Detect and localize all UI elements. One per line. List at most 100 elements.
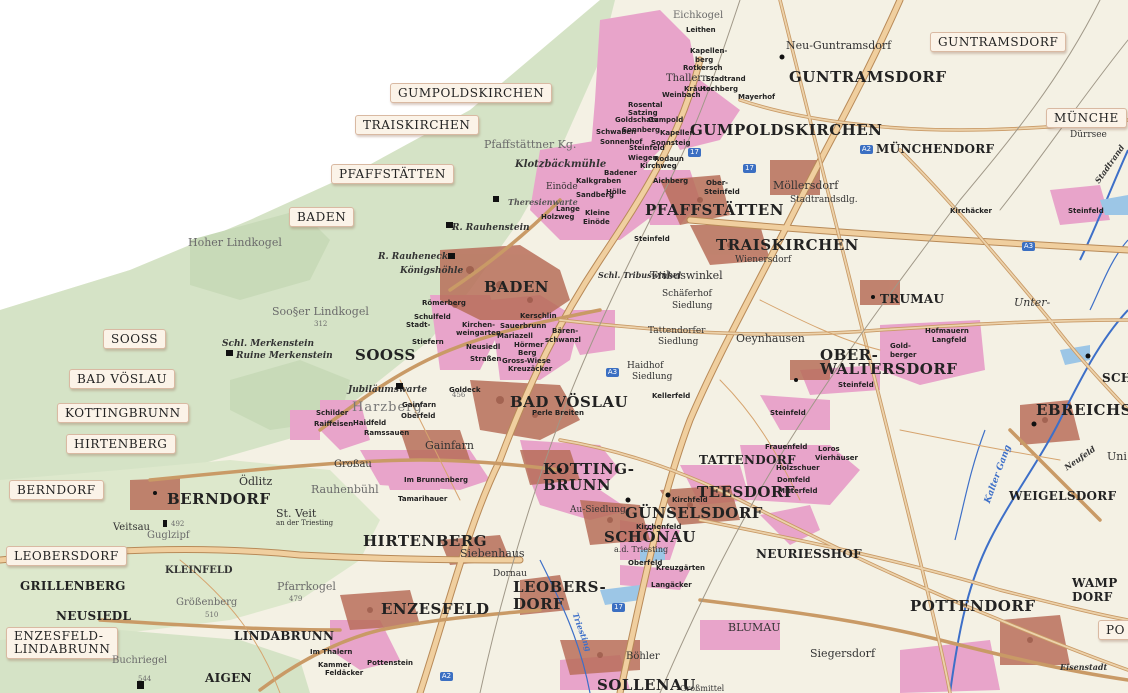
town-wampersdorf: DORF (1072, 590, 1113, 604)
vineyard-label: Sauerbrunn (500, 322, 547, 330)
place-dornau: Dornau (493, 569, 527, 579)
label-r-rauheneck: R. Rauheneck (378, 252, 449, 262)
town-baden: BADEN (484, 278, 549, 296)
label-schl-merkenstein: Schl. Merkenstein (222, 339, 315, 349)
vineyard-label: Kirchen- (462, 321, 496, 329)
label-kleinesmuehle: Klotzbäckmühle (515, 159, 607, 170)
place-sch: SCH (1102, 371, 1128, 385)
boxed-label-sooss[interactable]: SOOSS (103, 329, 167, 349)
peak-soosser-lindkogel: Soo§er Lindkogel (272, 305, 369, 318)
town-muenchendorf: MÜNCHENDORF (876, 142, 995, 156)
boxed-label-bad-voeslau[interactable]: BAD VÖSLAU (69, 369, 176, 389)
vineyard-label: Kleine (585, 209, 610, 217)
town-grillenberg: GRILLENBERG (20, 579, 126, 593)
boxed-label-guntramsdorf[interactable]: GUNTRAMSDORF (930, 32, 1067, 52)
boxed-label-muenchendorf[interactable]: MÜNCHE (1046, 108, 1127, 128)
town-hirtenberg: HIRTENBERG (363, 532, 488, 550)
town-gumpoldskirchen: GUMPOLDSKIRCHEN (690, 121, 883, 139)
vineyard-label: Einöde (583, 218, 610, 226)
vineyard-label: Kerschlin (520, 312, 557, 320)
vineyard-label: Oberfeld (628, 559, 663, 567)
town-guntramsdorf: GUNTRAMSDORF (789, 68, 947, 86)
town-neuriesshof: NEURIESSHOF (756, 547, 862, 561)
vineyard-label: Leithen (686, 26, 716, 34)
town-pfaffstaetten: PFAFFSTÄTTEN (645, 201, 784, 219)
vineyard-label: berg (695, 56, 714, 64)
vineyard-label: Kreuzäcker (508, 365, 553, 373)
road-shield-a2: A2 (440, 672, 453, 681)
town-pottendorf: POTTENDORF (910, 597, 1036, 615)
vineyard-label: Bären- (552, 327, 579, 335)
vineyard-label: Feldäcker (325, 669, 364, 677)
boxed-label-hirtenberg[interactable]: HIRTENBERG (66, 434, 176, 454)
vineyard-label: Kräuter (684, 85, 715, 93)
boxed-label-kottingbrunn[interactable]: KOTTINGBRUNN (57, 403, 189, 423)
vineyard-label: Kellerfeld (652, 392, 691, 400)
vineyard-label: Pottenstein (367, 659, 414, 667)
boxed-label-enzesfeld-lindabrunn[interactable]: ENZESFELD- LINDABRUNN (6, 627, 119, 659)
vineyard-label: Sandberg (576, 191, 614, 199)
peak-eichkogel: Eichkogel (673, 10, 724, 21)
boxed-label-traiskirchen[interactable]: TRAISKIRCHEN (355, 115, 479, 135)
place-st-veit: an der Triesting (276, 519, 334, 527)
vineyard-label: Schwaben (596, 128, 637, 136)
vineyard-label: Oberfeld (401, 412, 436, 420)
railway-lines (479, 0, 1128, 693)
forest-hill (190, 210, 330, 300)
vineyard-label: Raiffeisen (314, 420, 354, 428)
urban-areas (130, 160, 1080, 675)
vineyard-label: Badener (604, 169, 638, 177)
vineyard-label: Schilder (316, 409, 349, 417)
place-schaeferhof: Siedlung (672, 301, 713, 311)
vineyard-label: Gross-Wiese (502, 357, 551, 365)
boxed-label-berndorf[interactable]: BERNDORF (9, 480, 104, 500)
vineyard-label: Haidfeld (353, 419, 387, 427)
label-r-rauhenstein: R. Rauhenstein (452, 223, 530, 233)
vineyard-label: Steinfeld (770, 409, 806, 417)
label-jubilaeumswarte: Jubiläumswarte (348, 385, 428, 395)
town-guenselsdorf: GÜNSELSDORF (625, 504, 763, 522)
town-leobersdorf: LEOBERS- (513, 578, 607, 596)
vineyard-label: Mitterfeld (778, 487, 818, 495)
town-tattendorf: TATTENDORF (699, 453, 796, 467)
vineyard-label: schwanzl (545, 336, 581, 344)
place-stadtrandsdlg: Stadtrandsdlg. (790, 195, 858, 205)
boxed-label-pottendorf[interactable]: PO (1098, 620, 1128, 640)
vineyard-label: Kapellen- (690, 47, 728, 55)
town-kottingbrunn: BRUNN (543, 476, 612, 494)
town-enzesfeld: ENZESFELD (381, 600, 490, 618)
peak-hoher-lindkogel: Hoher Lindkogel (188, 236, 282, 249)
boxed-label-pfaffstaetten[interactable]: PFAFFSTÄTTEN (331, 164, 454, 184)
peak-einoede: Einöde (546, 182, 578, 192)
boxed-label-leobersdorf[interactable]: LEOBERSDORF (6, 546, 127, 566)
vineyard-label: Gold- (890, 342, 911, 350)
town-leobersdorf: DORF (513, 595, 565, 613)
vineyard-label: Langäcker (651, 581, 692, 589)
town-blumau: BLUMAU (728, 621, 781, 634)
place-st-veit: St. Veit (276, 507, 317, 520)
place-au-siedlung: Au-Siedlung (570, 505, 626, 515)
town-oberwaltersdorf: WALTERSDORF (820, 360, 958, 378)
vineyard-label: Ober- (706, 179, 729, 187)
boxed-label-baden[interactable]: BADEN (289, 207, 355, 227)
vineyard-label: Thallern (666, 73, 709, 84)
vineyard-label: Gumpold (648, 116, 684, 124)
label-koenigshoehle: Königshöhle (400, 266, 464, 276)
boxed-label-gumpoldskirchen[interactable]: GUMPOLDSKIRCHEN (390, 83, 553, 103)
vineyard-label: Wiegen (628, 154, 658, 162)
peak-elev-492: 492 (171, 520, 185, 528)
vineyard-label: berger (890, 351, 917, 359)
town-sooss: SOOSS (355, 346, 416, 364)
peak-elev-544: 544 (138, 675, 152, 683)
town-kleinfeld: KLEINFELD (165, 565, 233, 576)
peak-elev-479: 479 (289, 595, 303, 603)
vineyard-label: Vierhäuser (815, 454, 858, 462)
road-shield-17: 17 (688, 148, 701, 157)
vineyard-label: Rotkersch (683, 64, 723, 72)
peak-harzberg: Harzberg (352, 400, 423, 415)
town-ebreichsdorf: EBREICHSDO (1036, 401, 1128, 419)
boxed-label-line: ENZESFELD- (14, 629, 104, 643)
